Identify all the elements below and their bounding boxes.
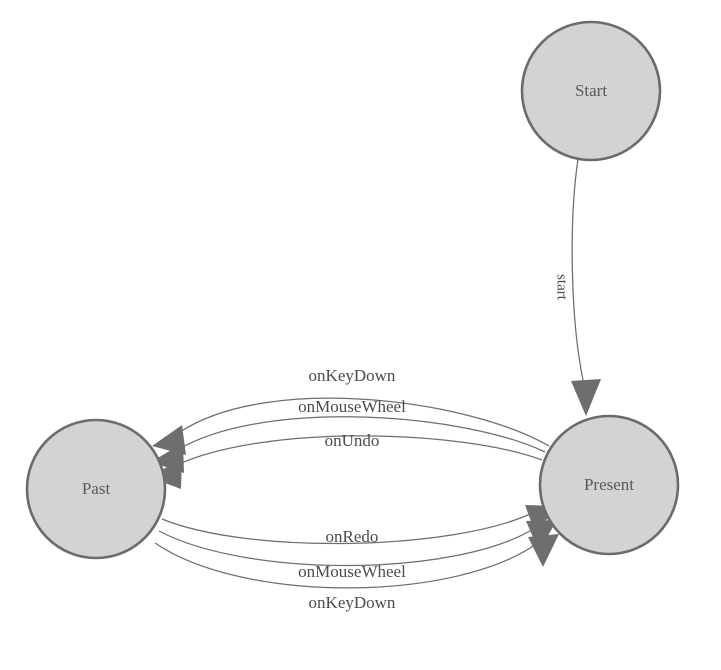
edge-label-past-present-onmousewheel: onMouseWheel [298, 562, 406, 581]
node-present[interactable]: Present [538, 414, 680, 556]
edge-start-to-present-arrowhead [571, 379, 601, 416]
edge-past-to-present-onmousewheel[interactable]: onMouseWheel [158, 520, 557, 581]
edge-label-past-present-onredo: onRedo [326, 527, 379, 546]
edge-past-to-present-onmousewheel-path [158, 527, 536, 567]
node-start-label: Start [575, 81, 607, 100]
edge-label-present-past-onkeydown: onKeyDown [309, 366, 396, 385]
edge-past-to-present-onkeydown[interactable]: onKeyDown [154, 534, 559, 612]
edge-label-past-present-onkeydown: onKeyDown [309, 593, 396, 612]
node-past-circle [25, 418, 167, 560]
node-present-circle [538, 414, 680, 556]
edge-present-to-past-onkeydown-path [179, 397, 550, 447]
node-present-label: Present [584, 475, 634, 494]
edge-past-to-present-onmousewheel-arrowhead [526, 520, 557, 551]
edge-label-present-past-onmousewheel: onMouseWheel [298, 397, 406, 416]
node-start-circle [520, 20, 662, 162]
edge-label-present-past-onundo: onUndo [325, 431, 380, 450]
node-past[interactable]: Past [25, 418, 167, 560]
edge-present-to-past-onundo-path [176, 435, 543, 466]
edge-start-to-present[interactable]: start [554, 158, 601, 416]
edge-past-to-present-onkeydown-arrowhead [528, 534, 559, 567]
edge-start-to-present-path [571, 158, 585, 386]
edge-present-to-past-onundo-arrowhead [149, 459, 182, 489]
edge-present-to-past-onmousewheel-path [178, 416, 546, 453]
edge-past-to-present-onredo-path [161, 512, 533, 545]
node-past-label: Past [82, 479, 111, 498]
node-start[interactable]: Start [520, 20, 662, 162]
edge-present-to-past-onundo[interactable]: onUndo [149, 431, 543, 489]
edge-label-start: start [554, 274, 570, 301]
edge-past-to-present-onkeydown-path [154, 541, 540, 589]
edge-past-to-present-onredo[interactable]: onRedo [161, 505, 556, 546]
